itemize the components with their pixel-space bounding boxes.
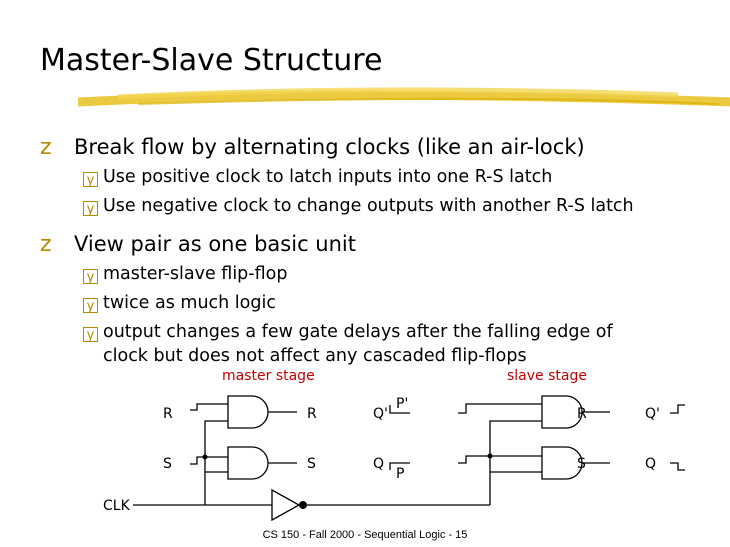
sub-bullet-twice-logic: y twice as much logic bbox=[83, 289, 276, 318]
master-clock-junction bbox=[202, 454, 208, 460]
bullet-break-flow: z Break flow by alternating clocks (like … bbox=[40, 133, 585, 162]
bullet-view-pair: z View pair as one basic unit bbox=[40, 230, 356, 259]
master-r-output-label: R bbox=[307, 406, 317, 422]
slave-r-and-gate bbox=[541, 395, 583, 429]
master-q-bar-output-wire bbox=[389, 405, 410, 414]
slave-clock-junction bbox=[487, 453, 493, 459]
slide-title: Master-Slave Structure bbox=[40, 43, 383, 78]
sub-bullet-continuation: clock but does not affect any cascaded f… bbox=[103, 346, 527, 366]
clock-inverter-gate bbox=[271, 488, 301, 522]
title-underline-brushstroke bbox=[78, 87, 730, 107]
sub-bullet-marker-icon: y bbox=[83, 298, 98, 314]
sub-bullet-marker-icon: y bbox=[83, 201, 98, 217]
slave-q-bar-label: Q' bbox=[645, 406, 660, 422]
slave-s-label: S bbox=[577, 456, 586, 472]
master-r-input-label: R bbox=[163, 406, 173, 422]
master-s-output-label: S bbox=[307, 456, 316, 472]
sub-bullet-marker-icon: y bbox=[83, 327, 98, 343]
sub-bullet-text: output changes a few gate delays after t… bbox=[103, 322, 613, 342]
slave-r-label: R bbox=[577, 406, 587, 422]
bullet-text: Break flow by alternating clocks (like a… bbox=[74, 135, 585, 159]
slide-footer: CS 150 - Fall 2000 - Sequential Logic - … bbox=[262, 529, 468, 541]
slave-q-output-wire bbox=[670, 462, 685, 471]
master-stage-label: master stage bbox=[222, 368, 315, 384]
sub-bullet-text: Use positive clock to latch inputs into … bbox=[103, 167, 553, 187]
sub-bullet-marker-icon: y bbox=[83, 269, 98, 285]
master-s-input-wire bbox=[190, 456, 228, 465]
sub-bullet-positive-clock: y Use positive clock to latch inputs into… bbox=[83, 163, 552, 192]
sub-bullet-text: Use negative clock to change outputs wit… bbox=[103, 196, 634, 216]
slave-s-and-gate bbox=[541, 446, 583, 480]
slave-r-input-wire bbox=[458, 403, 542, 414]
sub-bullet-master-slave: y master-slave flip-flop bbox=[83, 260, 287, 289]
clock-inverter-bubble bbox=[299, 501, 307, 509]
master-q-output-wire bbox=[389, 462, 410, 470]
master-r-and-gate bbox=[227, 395, 269, 429]
sub-bullet-text: twice as much logic bbox=[103, 293, 276, 313]
master-r-input-wire bbox=[190, 403, 228, 411]
slave-stage-label: slave stage bbox=[507, 368, 587, 384]
p-label: P bbox=[396, 466, 405, 482]
slave-q-bar-output-wire bbox=[670, 404, 685, 414]
sub-bullet-marker-icon: y bbox=[83, 172, 98, 188]
sub-bullet-text: master-slave flip-flop bbox=[103, 264, 288, 284]
bullet-text: View pair as one basic unit bbox=[74, 232, 356, 256]
slave-q-label: Q bbox=[645, 456, 657, 472]
clk-label: CLK bbox=[103, 498, 130, 514]
slave-s-input-wire bbox=[458, 455, 542, 464]
master-s-input-label: S bbox=[163, 456, 172, 472]
master-q-label: Q bbox=[373, 456, 385, 472]
sub-bullet-output-changes: y output changes a few gate delays after … bbox=[83, 318, 613, 347]
slave-clock-wire bbox=[489, 420, 542, 505]
master-q-bar-label: Q' bbox=[373, 406, 388, 422]
master-clock-wire bbox=[204, 420, 228, 505]
p-bar-label: P' bbox=[396, 396, 409, 412]
bullet-marker-icon: z bbox=[40, 232, 52, 257]
bullet-marker-icon: z bbox=[40, 135, 52, 160]
sub-bullet-negative-clock: y Use negative clock to change outputs wi… bbox=[83, 192, 634, 221]
master-s-and-gate bbox=[227, 446, 269, 480]
